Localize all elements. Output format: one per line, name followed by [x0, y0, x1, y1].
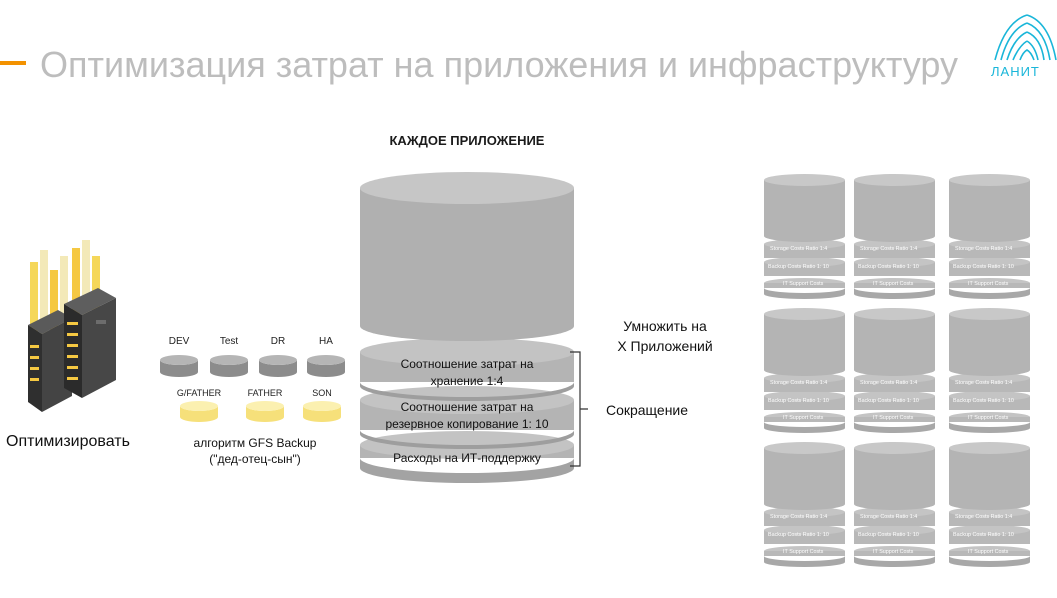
mini-support-text: IT Support Costs	[873, 415, 914, 421]
mini-storage-text: Storage Costs Ratio 1:4	[955, 380, 1013, 386]
mini-support-text: IT Support Costs	[873, 281, 914, 287]
mini-backup-text: Backup Costs Ratio 1: 10	[953, 532, 1014, 538]
mini-cylinder-grid	[764, 174, 1030, 567]
layer-storage-text: Соотношение затрат на хранение 1:4	[362, 356, 572, 390]
mini-backup-text: Backup Costs Ratio 1: 10	[953, 264, 1014, 270]
mini-cylinder	[764, 308, 845, 433]
mini-cylinder	[854, 308, 935, 433]
mini-support-text: IT Support Costs	[873, 549, 914, 555]
disk-dev	[160, 355, 198, 377]
disk-ha	[307, 355, 345, 377]
environment-disks	[160, 355, 345, 377]
center-heading: КАЖДОЕ ПРИЛОЖЕНИЕ	[389, 133, 545, 148]
env-label-dr: DR	[270, 336, 286, 347]
layer-support-line1: Расходы на ИТ-поддержку	[393, 451, 541, 465]
lanit-logo-icon	[994, 14, 1057, 61]
mini-cylinder	[854, 442, 935, 567]
server-icon	[28, 240, 116, 412]
disk-dr	[259, 355, 297, 377]
gfs-caption-line1: алгоритм GFS Backup	[193, 436, 317, 450]
disk-son	[303, 401, 341, 422]
mini-backup-text: Backup Costs Ratio 1: 10	[858, 532, 919, 538]
mini-cylinder	[949, 308, 1030, 433]
backup-disks	[180, 401, 341, 422]
reduction-bracket	[570, 351, 588, 467]
mini-support-text: IT Support Costs	[968, 549, 1009, 555]
mini-storage-text: Storage Costs Ratio 1:4	[860, 514, 918, 520]
disk-gfather	[180, 401, 218, 422]
mini-support-text: IT Support Costs	[783, 415, 824, 421]
mini-support-text: IT Support Costs	[968, 281, 1009, 287]
layer-backup-line2: резервное копирование 1: 10	[385, 417, 549, 431]
layer-storage-line2: хранение 1:4	[430, 374, 504, 388]
mini-backup-text: Backup Costs Ratio 1: 10	[953, 398, 1014, 404]
server-rack-right	[64, 288, 116, 398]
layer-backup-text: Соотношение затрат на резервное копирова…	[362, 399, 572, 433]
mini-cylinder	[949, 174, 1030, 299]
mini-storage-text: Storage Costs Ratio 1:4	[860, 380, 918, 386]
mini-storage-text: Storage Costs Ratio 1:4	[955, 514, 1013, 520]
mini-storage-text: Storage Costs Ratio 1:4	[770, 380, 828, 386]
gfs-caption-line2: ("дед-отец-сын")	[209, 452, 301, 466]
mini-cylinder	[764, 174, 845, 299]
mini-cylinder	[854, 174, 935, 299]
mini-backup-text: Backup Costs Ratio 1: 10	[858, 398, 919, 404]
multiply-label: Умножить на X Приложений	[605, 316, 725, 356]
mini-backup-text: Backup Costs Ratio 1: 10	[858, 264, 919, 270]
env-label-dev: DEV	[168, 336, 190, 347]
gfs-caption: алгоритм GFS Backup ("дед-отец-сын")	[180, 435, 330, 467]
main-cylinder	[360, 172, 574, 483]
logo-text: ЛАНИТ	[991, 64, 1040, 79]
mini-backup-text: Backup Costs Ratio 1: 10	[768, 398, 829, 404]
page-title: Оптимизация затрат на приложения и инфра…	[40, 44, 958, 85]
mini-support-text: IT Support Costs	[783, 281, 824, 287]
mini-storage-text: Storage Costs Ratio 1:4	[955, 246, 1013, 252]
multiply-line2: X Приложений	[617, 338, 713, 354]
mini-backup-text: Backup Costs Ratio 1: 10	[768, 532, 829, 538]
layer-support-text: Расходы на ИТ-поддержку	[362, 450, 572, 467]
backup-label-gfather: G/FATHER	[176, 388, 222, 398]
mini-cylinder	[949, 442, 1030, 567]
mini-storage-text: Storage Costs Ratio 1:4	[770, 514, 828, 520]
disk-test	[210, 355, 248, 377]
env-label-ha: HA	[319, 336, 333, 347]
backup-label-father: FATHER	[247, 388, 283, 398]
multiply-line1: Умножить на	[623, 318, 707, 334]
optimize-label: Оптимизировать	[6, 433, 130, 450]
mini-storage-text: Storage Costs Ratio 1:4	[860, 246, 918, 252]
mini-storage-text: Storage Costs Ratio 1:4	[770, 246, 828, 252]
title-accent-bar	[0, 61, 26, 65]
mini-backup-text: Backup Costs Ratio 1: 10	[768, 264, 829, 270]
layer-storage-line1: Соотношение затрат на	[400, 357, 534, 371]
layer-backup-line1: Соотношение затрат на	[400, 400, 534, 414]
mini-support-text: IT Support Costs	[783, 549, 824, 555]
disk-father	[246, 401, 284, 422]
backup-label-son: SON	[312, 388, 332, 398]
env-label-test: Test	[219, 336, 239, 347]
mini-cylinder	[764, 442, 845, 567]
mini-support-text: IT Support Costs	[968, 415, 1009, 421]
reduce-label: Сокращение	[605, 402, 689, 418]
